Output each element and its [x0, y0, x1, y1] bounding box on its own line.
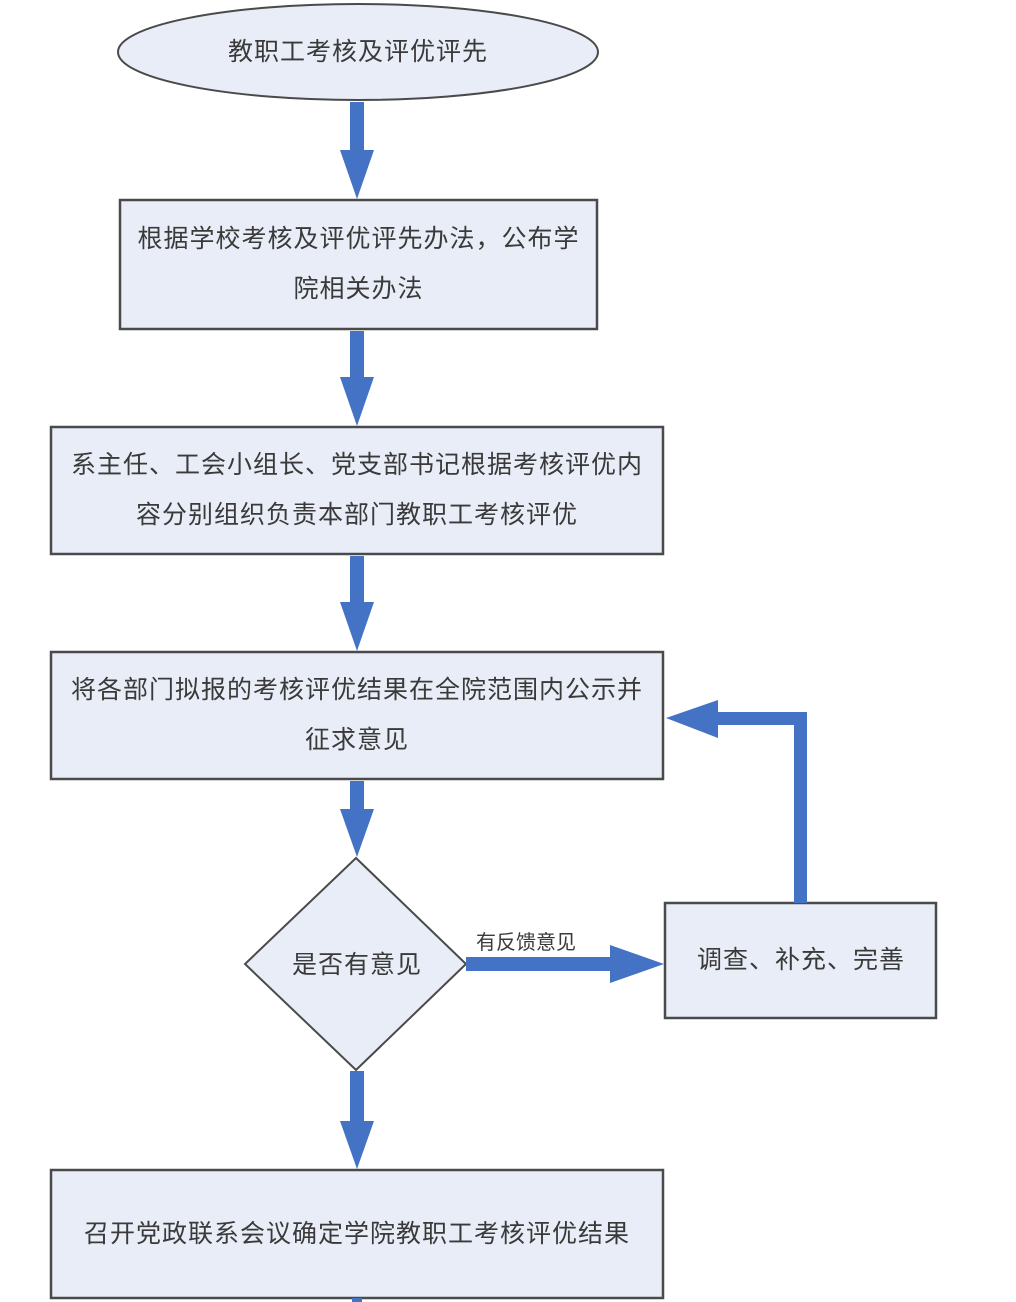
arrow-step2-to-step3 [340, 556, 374, 651]
arrow-step1-to-step2 [340, 331, 374, 426]
step2-node-shape [49, 425, 665, 556]
side-node-label: 调查、补充、完善 [696, 945, 905, 974]
step3-node-label: 将各部门拟报的考核评优结果在全院范围内公示并征求意见 [70, 675, 643, 754]
decision-node-shape [243, 856, 468, 1072]
arrow-decision-to-step4 [340, 1071, 374, 1169]
arrow-start-to-step1 [340, 102, 374, 199]
start-node-label: 教职工考核及评优评先 [227, 37, 488, 66]
step2-node-label: 系主任、工会小组长、党支部书记根据考核评优内容分别组织负责本部门教职工考核评优 [70, 450, 643, 529]
step4-node-label: 召开党政联系会议确定学院教职工考核评优结果 [83, 1219, 630, 1248]
start-node-shape [117, 3, 599, 101]
step4-node-shape [49, 1168, 665, 1300]
arrow-step3-to-decision [340, 781, 374, 857]
step3-node-shape [49, 650, 665, 781]
arrow-decision-to-side [466, 945, 664, 983]
step1-node-label: 根据学校考核及评优评先办法，公布学院相关办法 [137, 224, 580, 303]
edge-label-feedback: 有反馈意见 [476, 930, 576, 954]
decision-node-label: 是否有意见 [291, 950, 422, 979]
arrow-step4-out [352, 1298, 362, 1302]
step1-node-shape [118, 198, 599, 331]
arrow-side-to-step3 [666, 700, 807, 903]
